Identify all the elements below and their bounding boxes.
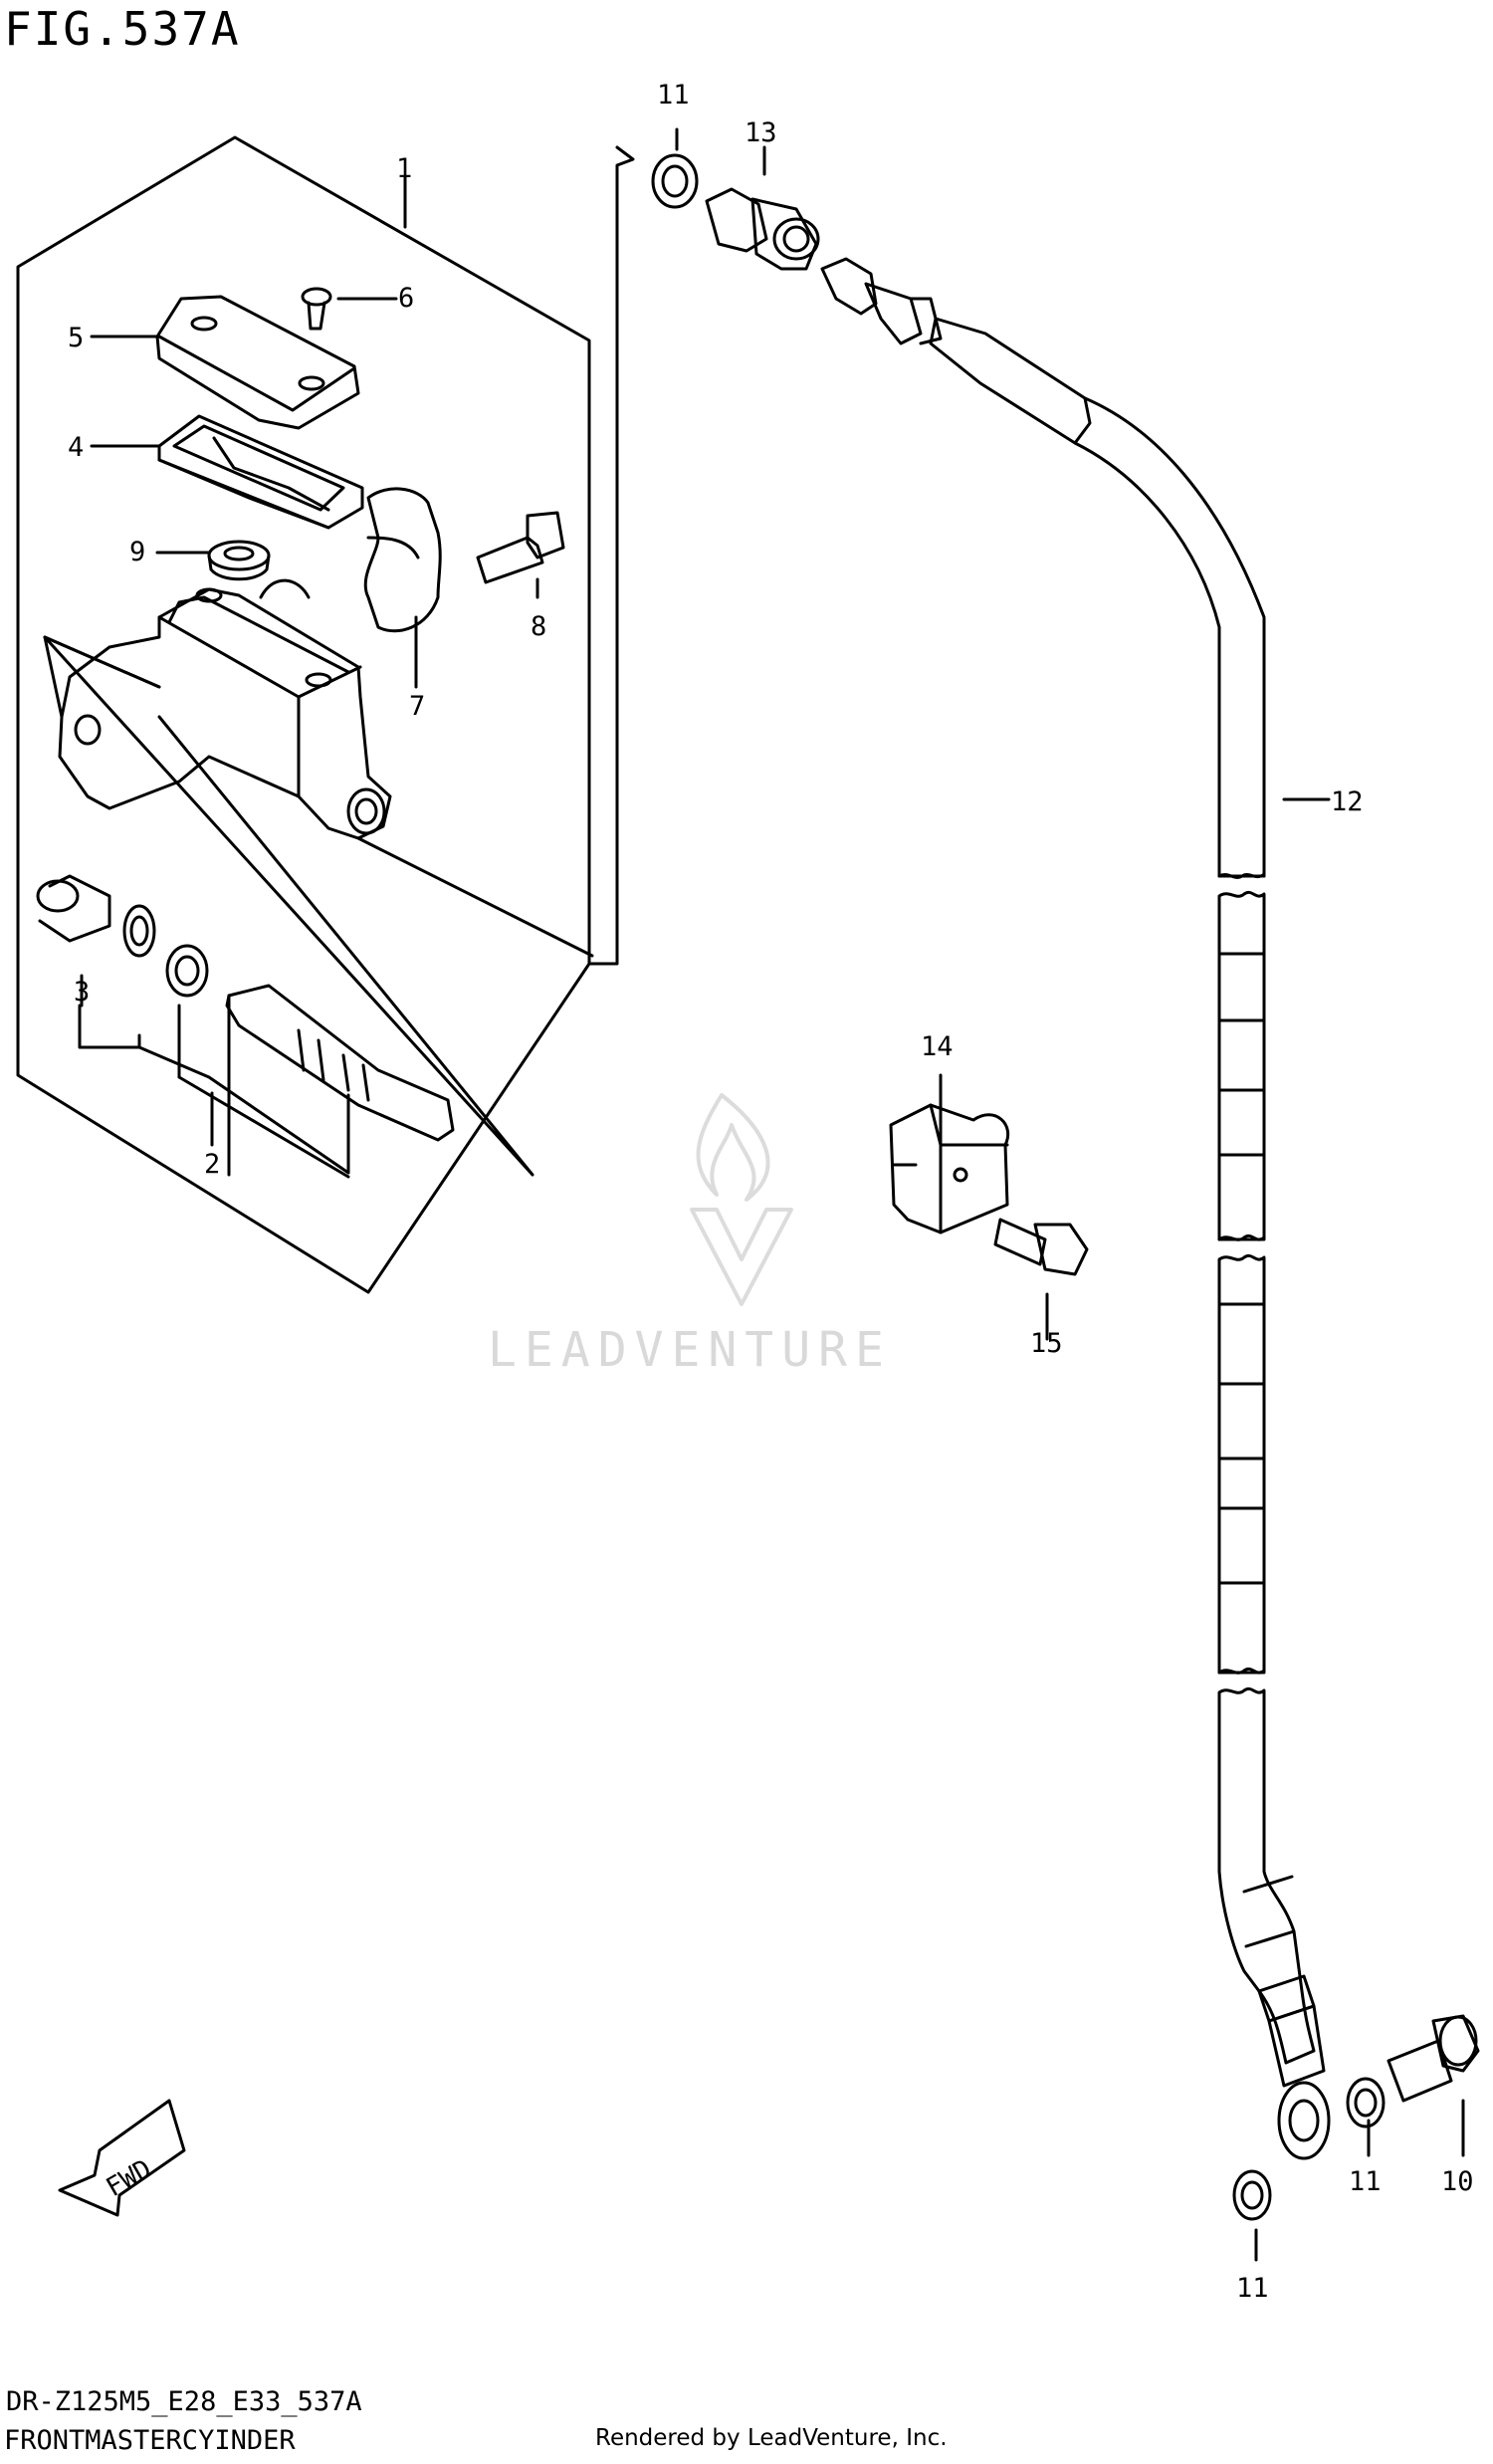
watermark-logo [690, 1093, 793, 1306]
callout-4[interactable]: 4 [68, 432, 84, 463]
callout-2[interactable]: 2 [204, 1149, 220, 1180]
callout-11-bottom[interactable]: 11 [1236, 2273, 1269, 2304]
model-code: DR-Z125M5_E28_E33_537A [6, 2386, 362, 2417]
diagram-caption: FRONTMASTERCYINDER [4, 2425, 296, 2456]
assembly-frame [16, 135, 591, 1294]
callout-14[interactable]: 14 [921, 1031, 954, 1062]
hose-clamp [889, 1103, 1010, 1234]
callout-3[interactable]: 3 [74, 977, 90, 1008]
screw [301, 287, 332, 331]
figure-title: FIG.537A [4, 2, 241, 56]
callout-9[interactable]: 9 [129, 537, 145, 567]
rendered-by-credit: Rendered by LeadVenture, Inc. [595, 2425, 948, 2451]
callout-15[interactable]: 15 [1030, 1328, 1063, 1359]
clamp-bolt [476, 511, 565, 584]
callout-11-top[interactable]: 11 [657, 80, 690, 111]
reservoir-cap [155, 295, 360, 430]
callout-11-mid[interactable]: 11 [1349, 2166, 1382, 2197]
fwd-label: FWD [102, 2154, 157, 2203]
washer-bottom-right [1346, 2077, 1386, 2128]
boot [207, 540, 271, 581]
union-bolt [1386, 2014, 1480, 2103]
hose-banjo-end [1257, 1974, 1331, 2160]
piston-kit [36, 874, 455, 1142]
callout-8[interactable]: 8 [531, 611, 546, 642]
callout-1[interactable]: 1 [396, 153, 412, 184]
callout-5[interactable]: 5 [68, 323, 84, 353]
washer-top [651, 153, 699, 209]
watermark-text: LEADVENTURE [488, 1322, 892, 1378]
clamp-bolt-15 [993, 1218, 1089, 1276]
union-fitting [705, 187, 820, 271]
washer-bottom-left [1232, 2169, 1272, 2221]
leader-lines [43, 635, 594, 1179]
hose-fitting-upper [820, 257, 943, 345]
diaphragm [157, 414, 364, 530]
clamp-halves [363, 487, 442, 633]
callout-6[interactable]: 6 [398, 283, 414, 314]
master-cylinder-body [43, 578, 392, 840]
fwd-arrow-icon [58, 2099, 186, 2217]
callout-13[interactable]: 13 [745, 117, 777, 148]
brake-hose [929, 317, 1316, 2065]
callout-10[interactable]: 10 [1441, 2166, 1474, 2197]
callout-12[interactable]: 12 [1331, 786, 1364, 817]
callout-7[interactable]: 7 [409, 691, 425, 722]
